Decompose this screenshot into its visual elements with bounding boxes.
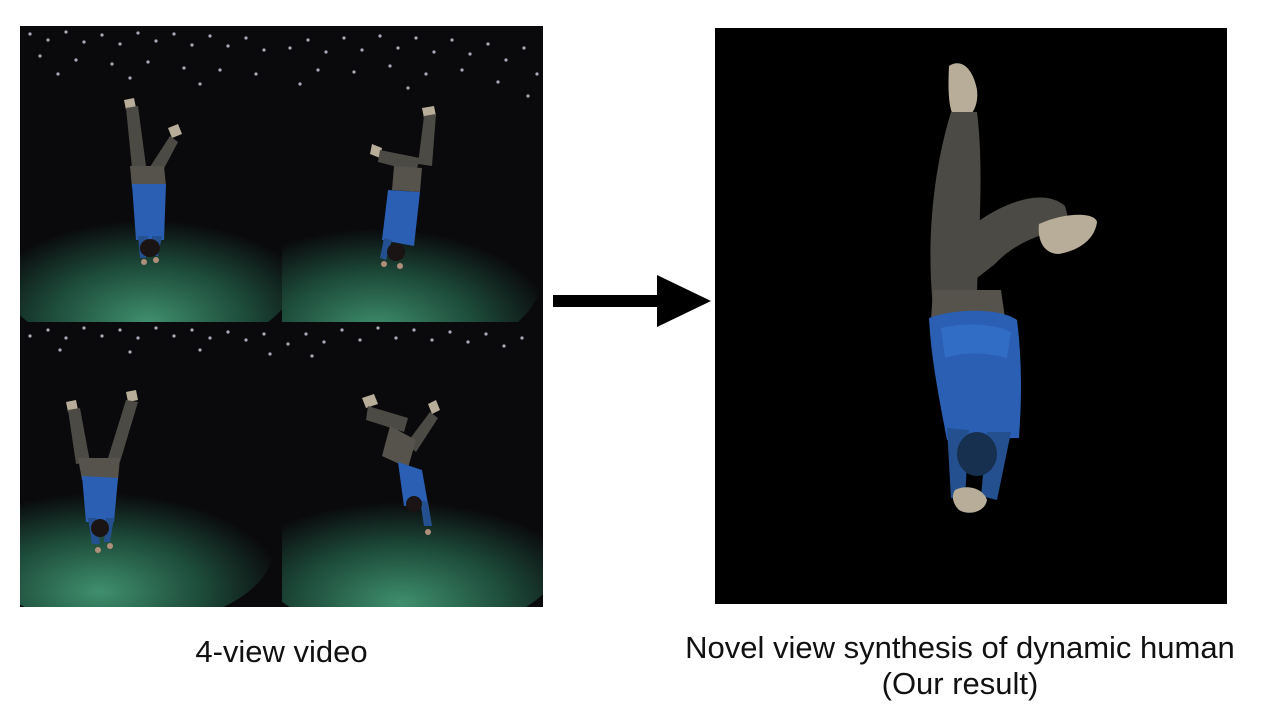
- result-caption-subtitle: (Our result): [881, 666, 1039, 701]
- novel-view-render: [715, 28, 1227, 604]
- right-arrow-icon: [553, 275, 711, 327]
- result-caption-title: Novel view synthesis of dynamic human: [685, 630, 1235, 665]
- rendered-human-figure: [929, 63, 1097, 513]
- camera-view-3: [20, 322, 282, 607]
- camera-view-4: [282, 322, 543, 607]
- input-video-grid: [20, 26, 543, 607]
- camera-view-1: [20, 26, 282, 322]
- camera-view-2: [282, 26, 543, 322]
- input-video-caption: 4-view video: [195, 634, 368, 669]
- result-caption: Novel view synthesis of dynamic human (O…: [640, 630, 1280, 702]
